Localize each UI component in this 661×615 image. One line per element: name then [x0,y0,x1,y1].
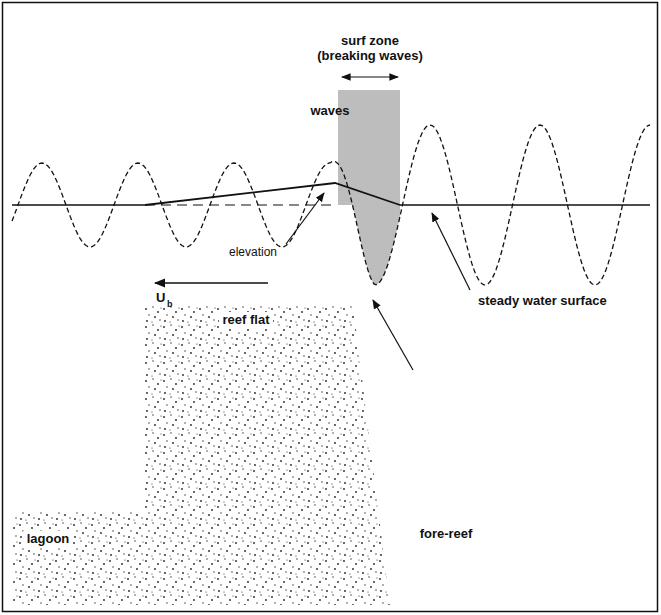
zone-label: surf zone (breaking waves) [311,34,429,64]
setup-line [145,183,400,205]
flow-arrow [155,282,268,283]
leader-arrow [373,300,413,370]
water-line [12,204,145,205]
leader-arrow [432,213,470,290]
wave-label: waves [310,104,349,119]
surface-label: steady water surface [478,294,607,309]
reef-label: reef flat [219,312,274,329]
leader-arrow [286,193,324,244]
velocity-subscript: b [167,299,173,309]
elevation-label: elevation [229,246,277,260]
water-line [400,204,650,205]
frame [3,3,658,612]
reef-label: fore-reef [420,527,473,542]
lagoon-label: lagoon [23,531,74,548]
velocity-symbol: U [156,291,165,306]
reef-body [12,305,390,605]
wave-curve [12,125,650,285]
span-arrow [342,76,398,77]
